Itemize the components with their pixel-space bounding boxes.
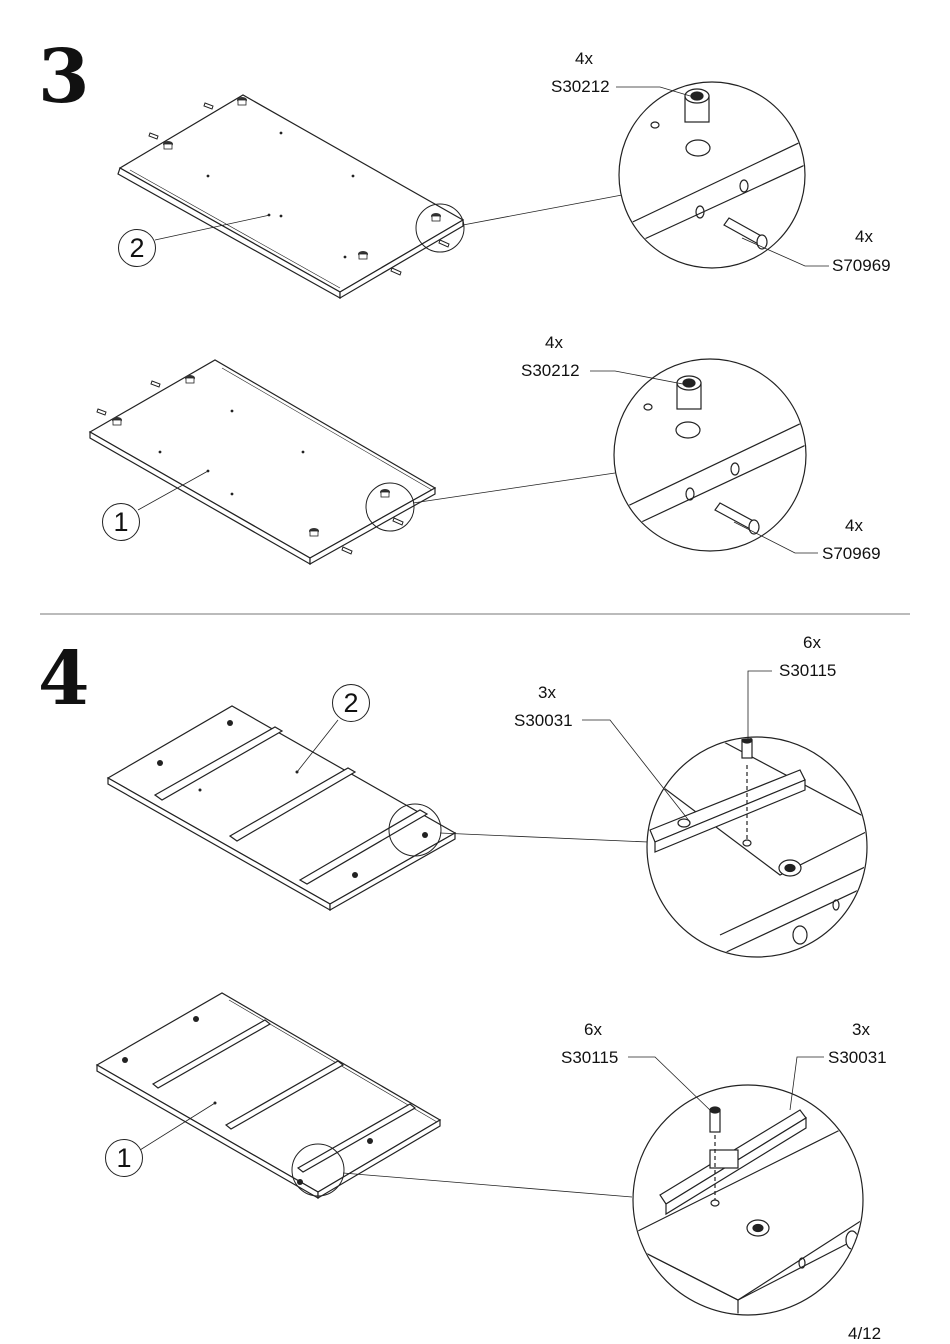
step4-detail-top bbox=[582, 670, 868, 958]
screw-part-code: S30115 bbox=[779, 661, 837, 680]
step3-panel1-board bbox=[88, 359, 437, 566]
step3-detail-bottom bbox=[590, 358, 818, 554]
dowel-part-code: S70969 bbox=[832, 256, 891, 275]
step-number-3: 3 bbox=[38, 34, 90, 120]
screw-part-code: S30115 bbox=[561, 1048, 619, 1067]
step3-detail-top bbox=[616, 81, 829, 269]
rail-quantity: 3x bbox=[852, 1020, 870, 1039]
screw-quantity: 6x bbox=[803, 633, 821, 652]
step4-panel2-marks bbox=[157, 720, 428, 878]
rail-part-code: S30031 bbox=[828, 1048, 887, 1067]
step4-panel2-board bbox=[106, 705, 457, 912]
page-number: 4/12 bbox=[848, 1324, 882, 1343]
step3-detail-marker-top bbox=[415, 203, 465, 253]
part-number-callout: 2 bbox=[332, 684, 370, 722]
part-number-callout: 1 bbox=[102, 503, 140, 541]
cam-part-code: S30212 bbox=[521, 361, 580, 380]
step4-panel1-rails bbox=[151, 1019, 417, 1173]
dowel-part-code: S70969 bbox=[822, 544, 881, 563]
step4-detail-marker-bottom bbox=[291, 1143, 345, 1197]
dowel-quantity: 4x bbox=[845, 516, 863, 535]
step3-detail-marker-bottom bbox=[365, 482, 415, 532]
cam-part-code: S30212 bbox=[551, 77, 610, 96]
step3-panel2-board bbox=[117, 94, 465, 300]
part-number-callout: 2 bbox=[118, 229, 156, 267]
cam-quantity: 4x bbox=[545, 333, 563, 352]
step3-panel1-holes bbox=[158, 409, 305, 496]
dowel-quantity: 4x bbox=[855, 227, 873, 246]
step4-panel1-marks bbox=[122, 1016, 373, 1185]
step-number-4: 4 bbox=[38, 636, 90, 722]
rail-quantity: 3x bbox=[538, 683, 556, 702]
step4-panel2-rails bbox=[153, 726, 429, 885]
rail-part-code: S30031 bbox=[514, 711, 573, 730]
step3-panel1-dowels bbox=[96, 380, 404, 555]
step4-detail-marker-top bbox=[388, 803, 442, 857]
screw-quantity: 6x bbox=[584, 1020, 602, 1039]
cam-quantity: 4x bbox=[575, 49, 593, 68]
step3-panel2-dowels bbox=[148, 102, 450, 276]
part-number-callout: 1 bbox=[105, 1139, 143, 1177]
step4-detail-bottom bbox=[628, 1056, 864, 1316]
